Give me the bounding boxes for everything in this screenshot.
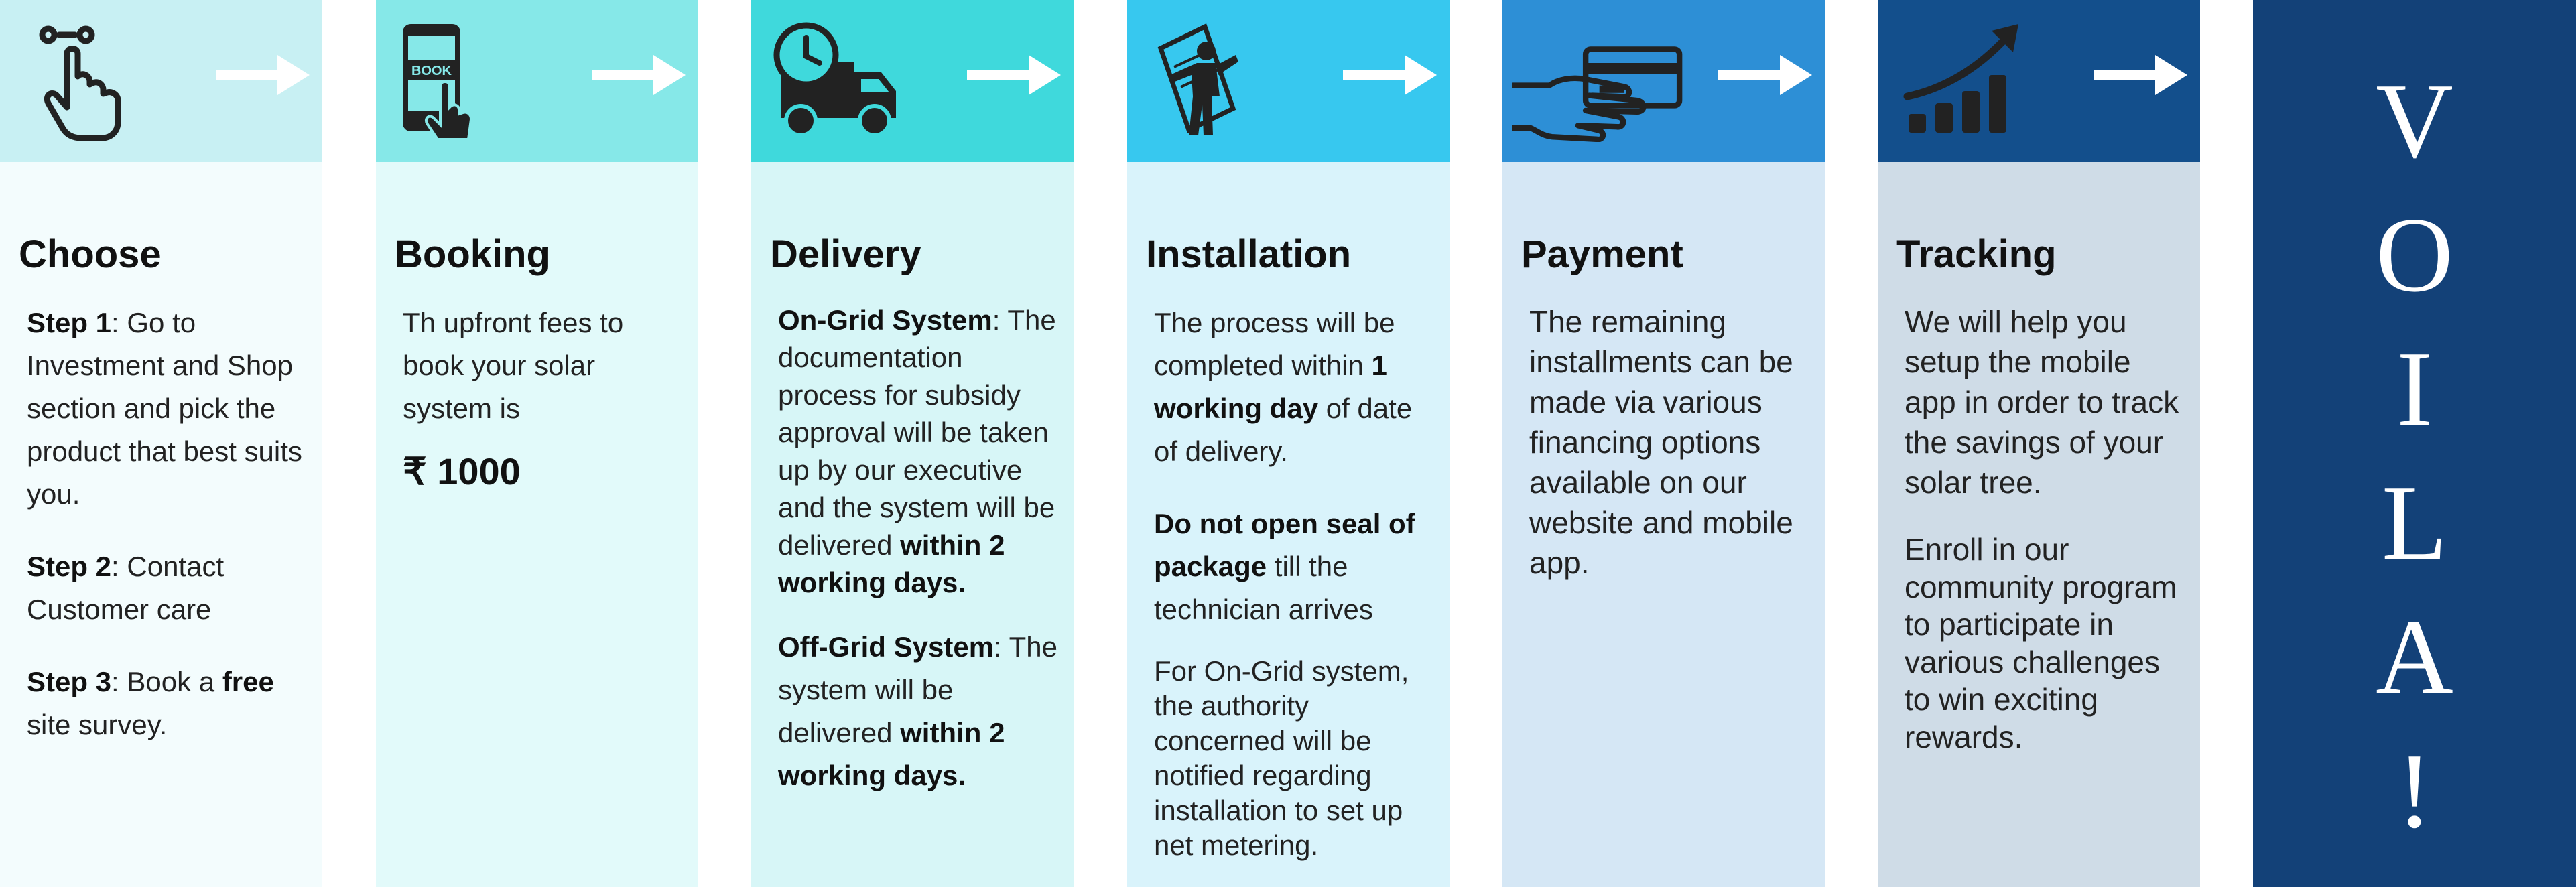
step-description: Step 1: Go to Investment and Shop sectio… bbox=[27, 301, 308, 746]
emphasis: 1 working day bbox=[1154, 350, 1387, 424]
install-paragraph-2: Do not open seal of package till the tec… bbox=[1154, 502, 1435, 631]
right-arrow-icon bbox=[216, 55, 310, 95]
payment-text: The remaining installments can be made v… bbox=[1529, 304, 1793, 580]
step-label: Step 2 bbox=[27, 551, 112, 582]
step-title: Delivery bbox=[770, 232, 921, 276]
step-line: Step 2: Contact Customer care bbox=[27, 545, 308, 631]
booking-text: Th upfront fees to book your solar syste… bbox=[403, 307, 624, 424]
step-description: On-Grid System: The documentation proces… bbox=[778, 301, 1059, 797]
emphasis: free bbox=[222, 666, 274, 697]
step-header bbox=[1502, 0, 1825, 162]
voila-letter: ! bbox=[2396, 731, 2433, 850]
step-header bbox=[0, 0, 322, 162]
right-arrow-icon bbox=[1718, 55, 1812, 95]
booking-price: ₹ 1000 bbox=[403, 450, 521, 492]
step-body bbox=[0, 162, 322, 887]
step-delivery: Delivery On-Grid System: The documentati… bbox=[751, 0, 1074, 887]
step-description: The process will be completed within 1 w… bbox=[1154, 301, 1435, 863]
emphasis: within 2 working days. bbox=[778, 529, 1005, 598]
step-description: We will help you setup the mobile app in… bbox=[1905, 301, 2186, 756]
step-installation: Installation The process will be complet… bbox=[1127, 0, 1450, 887]
emphasis: within 2 working days. bbox=[778, 717, 1005, 791]
right-arrow-icon bbox=[2094, 55, 2187, 95]
tracking-paragraph-1: We will help you setup the mobile app in… bbox=[1905, 304, 2179, 500]
step-line: Step 3: Book a free site survey. bbox=[27, 661, 308, 746]
delivery-truck-clock-icon bbox=[773, 22, 896, 137]
step-tracking: Tracking We will help you setup the mobi… bbox=[1878, 0, 2200, 887]
step-description: The remaining installments can be made v… bbox=[1529, 301, 1811, 583]
offgrid-label: Off-Grid System bbox=[778, 631, 994, 663]
install-text: till the technician arrives bbox=[1154, 551, 1373, 625]
step-title: Choose bbox=[19, 232, 162, 276]
book-label: BOOK bbox=[411, 64, 452, 78]
step-booking: BOOK Booking Th upfront fees to book you… bbox=[376, 0, 698, 887]
step-body bbox=[1502, 162, 1825, 887]
ongrid-label: On-Grid System bbox=[778, 304, 992, 336]
step-body bbox=[1878, 162, 2200, 887]
step-header bbox=[751, 0, 1074, 162]
step-line: Step 1: Go to Investment and Shop sectio… bbox=[27, 301, 308, 516]
step-header bbox=[1878, 0, 2200, 162]
step-header: BOOK bbox=[376, 0, 698, 162]
right-arrow-icon bbox=[1343, 55, 1437, 95]
solar-panel-installer-icon bbox=[1157, 23, 1238, 135]
step-choose: Choose Step 1: Go to Investment and Shop… bbox=[0, 0, 322, 887]
voila-letter: L bbox=[2382, 463, 2447, 582]
step-body bbox=[1127, 162, 1450, 887]
install-text: The process will be completed within bbox=[1154, 307, 1395, 381]
right-arrow-icon bbox=[592, 55, 686, 95]
tracking-paragraph-2: Enroll in our community program to parti… bbox=[1905, 532, 2177, 754]
step-label: Step 3 bbox=[27, 666, 112, 697]
step-label: Step 1 bbox=[27, 307, 112, 338]
step-payment: Payment The remaining installments can b… bbox=[1502, 0, 1825, 887]
tap-gesture-icon bbox=[39, 25, 121, 141]
right-arrow-icon bbox=[967, 55, 1061, 95]
step-text: : Contact Customer care bbox=[27, 551, 224, 625]
ongrid-text: : The documentation process for subsidy … bbox=[778, 304, 1056, 561]
voila-letter: V bbox=[2376, 61, 2453, 180]
step-title: Tracking bbox=[1896, 232, 2057, 276]
step-body bbox=[751, 162, 1074, 887]
step-text: : Go to Investment and Shop section and … bbox=[27, 307, 302, 510]
step-title: Booking bbox=[395, 232, 550, 276]
step-title: Payment bbox=[1521, 232, 1683, 276]
step-text: : Book a bbox=[111, 666, 222, 697]
mobile-booking-icon: BOOK bbox=[403, 24, 473, 141]
step-header bbox=[1127, 0, 1450, 162]
offgrid-paragraph: Off-Grid System: The system will be deli… bbox=[778, 626, 1059, 797]
install-paragraph-3: For On-Grid system, the authority concer… bbox=[1154, 655, 1409, 861]
growth-chart-icon bbox=[1903, 24, 2018, 133]
step-text: site survey. bbox=[27, 709, 168, 740]
offgrid-text: : The system will be delivered bbox=[778, 631, 1058, 748]
voila-letter: O bbox=[2376, 195, 2453, 314]
install-paragraph-1: The process will be completed within 1 w… bbox=[1154, 301, 1435, 473]
step-body bbox=[376, 162, 698, 887]
hand-card-payment-icon bbox=[1512, 46, 1683, 142]
install-text: of date of delivery. bbox=[1154, 393, 1413, 467]
voila-letters: V O I L A ! bbox=[2253, 54, 2576, 858]
voila-letter: A bbox=[2376, 597, 2453, 716]
ongrid-paragraph: On-Grid System: The documentation proces… bbox=[778, 301, 1059, 602]
step-description: Th upfront fees to book your solar syste… bbox=[403, 301, 684, 493]
step-title: Installation bbox=[1146, 232, 1352, 276]
voila-panel: V O I L A ! bbox=[2253, 0, 2576, 887]
voila-letter: I bbox=[2396, 329, 2433, 448]
emphasis: Do not open seal of package bbox=[1154, 508, 1415, 582]
